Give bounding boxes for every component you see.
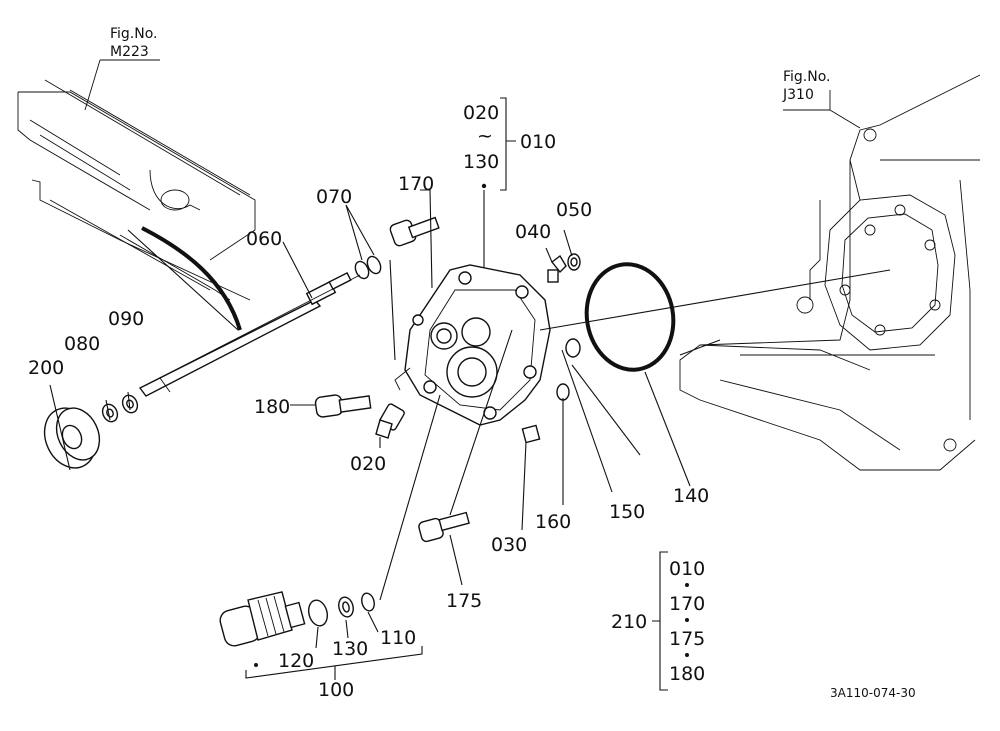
label-020: 020 — [350, 453, 386, 475]
label-210-item-1: 010 — [669, 558, 705, 580]
label-210-item-4: 180 — [669, 663, 705, 685]
label-210-item-3: 175 — [669, 628, 705, 650]
label-150: 150 — [609, 501, 645, 523]
dot-210-2 — [685, 618, 689, 622]
washer-090 — [121, 394, 139, 414]
o-ring-160 — [556, 383, 570, 401]
drawing-code: 3A110-074-30 — [830, 686, 916, 700]
label-140: 140 — [673, 485, 709, 507]
o-ring-150 — [565, 338, 581, 358]
fig-ref-right-number: J310 — [782, 87, 814, 103]
label-175: 175 — [446, 590, 482, 612]
label-130-top: 130 — [463, 151, 499, 173]
dot-210-1 — [685, 583, 689, 587]
fig-ref-left-number: M223 — [110, 44, 149, 60]
dot-210-3 — [685, 653, 689, 657]
label-080: 080 — [64, 333, 100, 355]
cap-050 — [567, 253, 581, 271]
fig-ref-right-label: Fig.No. — [783, 69, 831, 85]
seal-200 — [43, 407, 101, 469]
fig-ref-left-label: Fig.No. — [110, 26, 158, 42]
valve-100 — [219, 591, 375, 667]
washer-080 — [101, 403, 119, 423]
label-200: 200 — [28, 357, 64, 379]
nipple-040 — [547, 254, 567, 283]
label-090: 090 — [108, 308, 144, 330]
bolt-180 — [314, 394, 372, 418]
label-170: 170 — [398, 173, 434, 195]
label-070: 070 — [316, 186, 352, 208]
left-housing — [17, 59, 256, 331]
label-040: 040 — [515, 221, 551, 243]
label-060: 060 — [246, 228, 282, 250]
label-160: 160 — [535, 511, 571, 533]
label-100: 100 — [318, 679, 354, 701]
plug-020 — [375, 403, 405, 439]
label-210-item-2: 170 — [669, 593, 705, 615]
right-housing — [679, 74, 981, 471]
bracket-210 — [652, 551, 668, 691]
label-120: 120 — [278, 650, 314, 672]
pump-cover — [394, 264, 551, 426]
bolt-175 — [418, 511, 470, 543]
bracket-010 — [500, 97, 516, 191]
label-180: 180 — [254, 396, 290, 418]
label-020-top: 020 — [463, 102, 499, 124]
label-130: 130 — [332, 638, 368, 660]
shaft-060 — [138, 271, 352, 397]
label-030: 030 — [491, 534, 527, 556]
label-050: 050 — [556, 199, 592, 221]
label-tilde: ~ — [477, 125, 493, 147]
label-110: 110 — [380, 627, 416, 649]
o-rings-070 — [354, 255, 382, 280]
plug-030 — [521, 424, 541, 444]
bolt-170 — [389, 216, 440, 247]
label-010: 010 — [520, 131, 556, 153]
leader-lines — [49, 183, 935, 680]
label-210: 210 — [611, 611, 647, 633]
o-ring-140 — [584, 262, 676, 372]
